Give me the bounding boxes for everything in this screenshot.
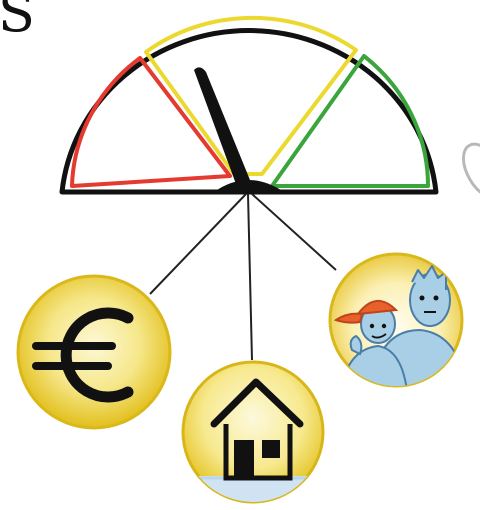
gauge-segment-green [270,54,431,188]
connector-lines [149,193,337,361]
people-coin [328,252,464,388]
gauge-outline [59,28,439,195]
house-coin [181,360,325,504]
gauge-hub [214,180,284,192]
euro-icon [32,307,134,403]
gauge-segment-red [70,56,232,188]
corner-letter: S [0,0,35,44]
euro-coin [16,274,172,430]
gauge [59,15,439,195]
gauge-needle [194,67,250,184]
house-icon [210,378,304,481]
gauge-segment-yellow [144,15,358,176]
